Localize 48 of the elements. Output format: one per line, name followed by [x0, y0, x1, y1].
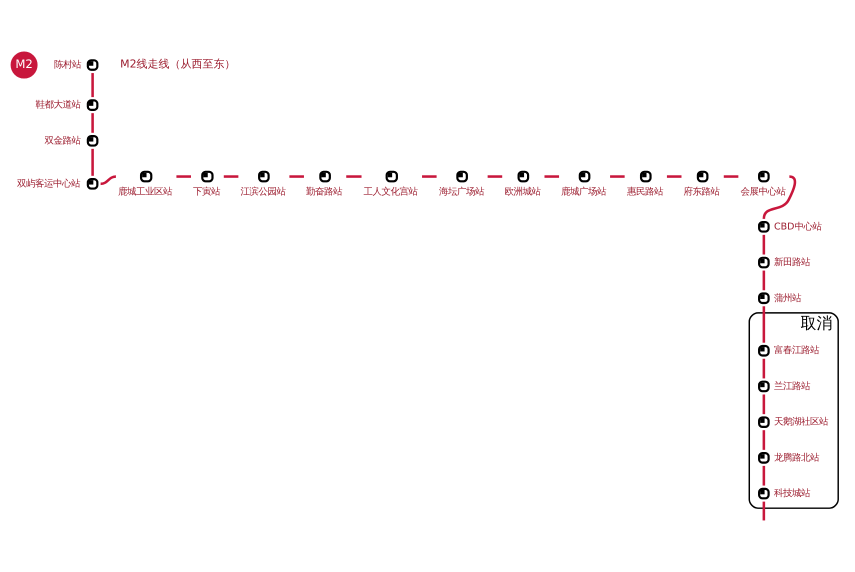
connector [289, 174, 304, 178]
node-label: 工人文化宫站 [364, 186, 418, 197]
node-label: 惠民路站 [626, 186, 663, 197]
node-label: 会展中心站 [740, 186, 786, 197]
connector [762, 430, 766, 450]
connector [176, 174, 191, 178]
connector [762, 234, 766, 254]
node-label: CBD中心站 [774, 220, 822, 232]
connector [762, 270, 766, 290]
connector [762, 174, 796, 218]
connector [762, 306, 766, 342]
connector [91, 112, 94, 132]
node-label: 富春江路站 [774, 344, 820, 356]
label: M2线走线（从西至东） [120, 57, 236, 70]
node-label: 江滨公园站 [240, 186, 286, 197]
node-label: 鹿城工业区站 [118, 186, 172, 197]
node-label: 新田路站 [774, 256, 810, 268]
node-label: 鞋都大道站 [36, 99, 81, 110]
node-label: 科技城站 [774, 488, 810, 499]
connector [422, 174, 437, 178]
connector [346, 174, 362, 178]
node-label: 陈村站 [54, 59, 81, 70]
node-label: 海坛广场站 [438, 186, 484, 197]
node-label: 勤奋路站 [306, 186, 342, 197]
connector [224, 174, 238, 178]
node-label: 府东路站 [684, 186, 720, 197]
connector [762, 358, 766, 378]
node-label: 下寅站 [193, 186, 220, 197]
node-label: 天鹅湖社区站 [774, 416, 828, 428]
node-label: 蒲州站 [774, 292, 802, 304]
node-label: 双金路站 [44, 134, 80, 146]
connector [91, 72, 94, 97]
connector [610, 174, 625, 178]
connector [762, 394, 766, 414]
node-label: 龙腾路北站 [774, 452, 820, 463]
node-label: 双屿客运中心站 [16, 178, 80, 189]
connector [488, 174, 502, 178]
connector [724, 174, 738, 178]
connector [666, 174, 682, 178]
connector [100, 174, 116, 185]
node-label: 兰江路站 [774, 380, 810, 392]
node-label: 鹿城广场站 [561, 186, 606, 197]
node-label: 欧洲城站 [504, 186, 540, 197]
node-circle: M2 [10, 51, 38, 78]
connector [544, 174, 560, 178]
connector [762, 465, 766, 486]
connector [762, 501, 766, 520]
connector [91, 148, 94, 176]
